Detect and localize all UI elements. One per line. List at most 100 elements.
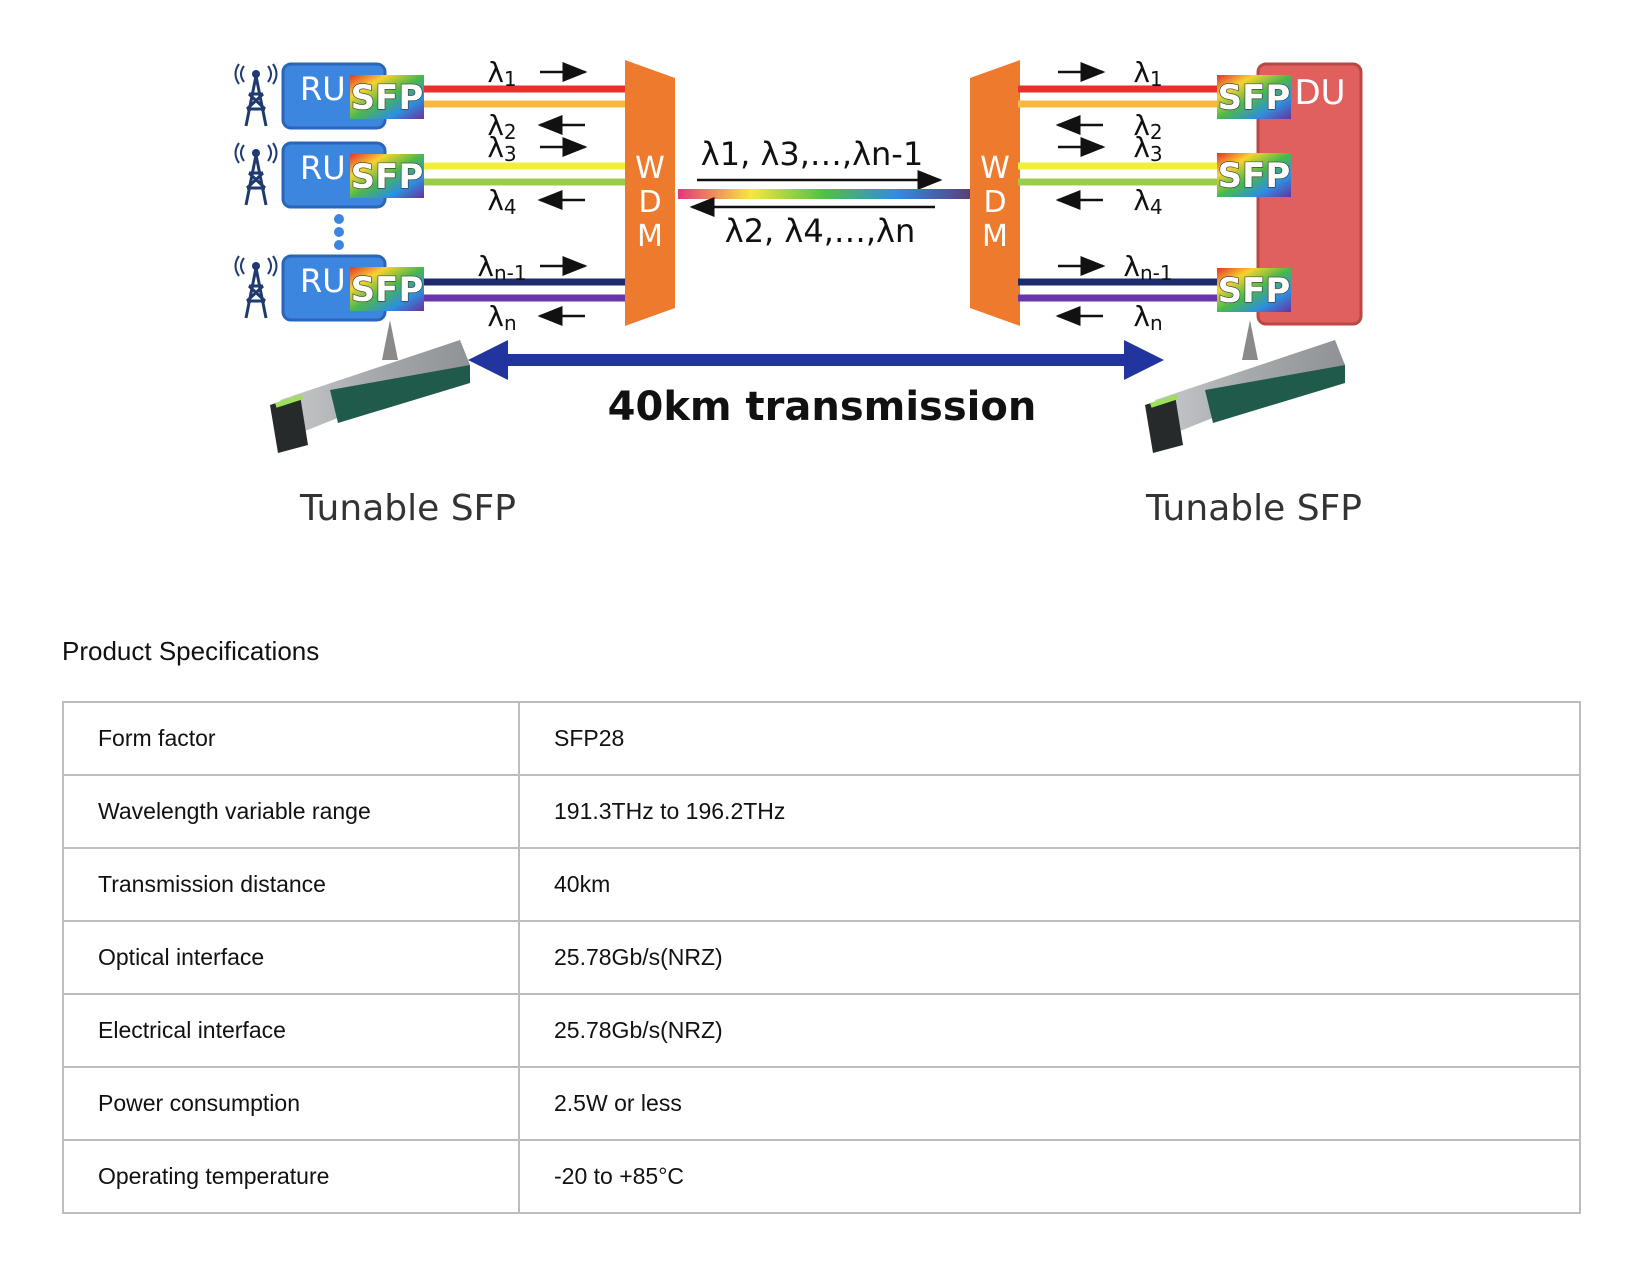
left-sfp-module-image [270, 320, 470, 453]
left-wdm-body [625, 60, 675, 326]
spec-value: 40km [518, 847, 1581, 922]
distance-arrow-shaft [505, 354, 1127, 366]
right-lambda-label: λ4 [1133, 184, 1162, 219]
right-caption: Tunable SFP [1145, 488, 1362, 529]
left-sfp-connector [270, 395, 308, 453]
trunk-fiber: λ1, λ3,…,λn-1 λ2, λ4,…,λn [678, 135, 970, 250]
left-fiber-line [424, 85, 626, 93]
left-callout-pointer [382, 320, 398, 360]
spec-key: Electrical interface [62, 993, 520, 1068]
trunk-top-label: λ1, λ3,…,λn-1 [701, 135, 923, 173]
spec-value: 25.78Gb/s(NRZ) [518, 920, 1581, 995]
left-fiber-line [424, 100, 626, 108]
right-lambda-label: λn [1133, 300, 1162, 335]
left-fiber-line [424, 278, 626, 286]
spec-key: Transmission distance [62, 847, 520, 922]
distance-label: 40km transmission [608, 384, 1037, 430]
left-fiber-line [424, 178, 626, 186]
du-sfp-badge [1217, 75, 1291, 119]
sfp-badge [350, 75, 424, 119]
sfp-badge-label: SFP [351, 78, 424, 118]
right-wdm: W D M [970, 60, 1020, 326]
right-lambda-label: λn-1 [1123, 250, 1172, 285]
right-wdm-letter-m: M [982, 219, 1008, 254]
left-lambda-label: λ4 [487, 184, 516, 219]
spec-value: -20 to +85°C [518, 1139, 1581, 1214]
left-wdm-letter-w: W [635, 151, 665, 186]
right-fiber-line [1018, 162, 1220, 170]
distance-arrow: 40km transmission [468, 340, 1164, 430]
right-sfp-connector [1145, 395, 1183, 453]
left-sfp-latch [275, 394, 304, 408]
ellipsis-dot [334, 214, 344, 224]
right-sfp-green-body [1205, 365, 1345, 423]
spec-key: Operating temperature [62, 1139, 520, 1214]
distance-arrow-right-head [1124, 340, 1164, 380]
du-unit: DU SFP SFP SFP [1217, 62, 1363, 326]
right-sfp-module-image [1145, 320, 1345, 453]
left-wdm-letter-m: M [637, 219, 663, 254]
left-fiber-line [424, 294, 626, 302]
right-fiber-line [1018, 85, 1220, 93]
ru-label: RU [300, 149, 346, 187]
spec-row: Operating temperature-20 to +85°C [62, 1139, 1581, 1214]
left-lambda-label: λ1 [487, 56, 516, 91]
right-callout-pointer [1242, 320, 1258, 360]
spec-key: Form factor [62, 701, 520, 776]
left-lambda-label: λn-1 [477, 250, 526, 285]
du-label: DU [1294, 73, 1345, 113]
du-sfp-badge-label: SFP [1218, 271, 1291, 311]
left-wdm-letter-d: D [638, 185, 661, 220]
du-sfp-badge [1217, 153, 1291, 197]
right-sfp-latch [1150, 394, 1179, 408]
right-wdm-body [970, 60, 1020, 326]
spec-key: Optical interface [62, 920, 520, 995]
cell-tower-icon [234, 255, 278, 319]
du-sfp-badge-label: SFP [1218, 78, 1291, 118]
spec-value: SFP28 [518, 701, 1581, 776]
right-lambda-label: λ1 [1133, 56, 1162, 91]
spec-value: 25.78Gb/s(NRZ) [518, 993, 1581, 1068]
du-sfp-badge [1217, 268, 1291, 312]
right-wdm-letter-d: D [983, 185, 1006, 220]
section-title: Product Specifications [62, 636, 320, 666]
right-fiber-line [1018, 178, 1220, 186]
spec-value: 2.5W or less [518, 1066, 1581, 1141]
ru-label: RU [300, 262, 346, 300]
left-lambda-label: λn [487, 300, 516, 335]
cell-tower-icon [234, 63, 278, 127]
spec-value: 191.3THz to 196.2THz [518, 774, 1581, 849]
cell-tower-icon [234, 142, 278, 206]
right-fiber-line [1018, 100, 1220, 108]
trunk-rainbow-fiber [678, 189, 970, 199]
sfp-badge [350, 154, 424, 198]
right-wdm-letter-w: W [980, 151, 1010, 186]
sfp-badge [350, 267, 424, 311]
ellipsis-dot [334, 227, 344, 237]
spec-key: Power consumption [62, 1066, 520, 1141]
sfp-badge-label: SFP [351, 270, 424, 310]
ru-label: RU [300, 70, 346, 108]
right-fiber-line [1018, 294, 1220, 302]
left-wdm: W D M [625, 60, 675, 326]
trunk-bottom-label: λ2, λ4,…,λn [725, 212, 916, 250]
du-sfp-badge-label: SFP [1218, 156, 1291, 196]
left-fiber-line [424, 162, 626, 170]
spec-key: Wavelength variable range [62, 774, 520, 849]
left-sfp-green-body [330, 365, 470, 423]
distance-arrow-left-head [468, 340, 508, 380]
